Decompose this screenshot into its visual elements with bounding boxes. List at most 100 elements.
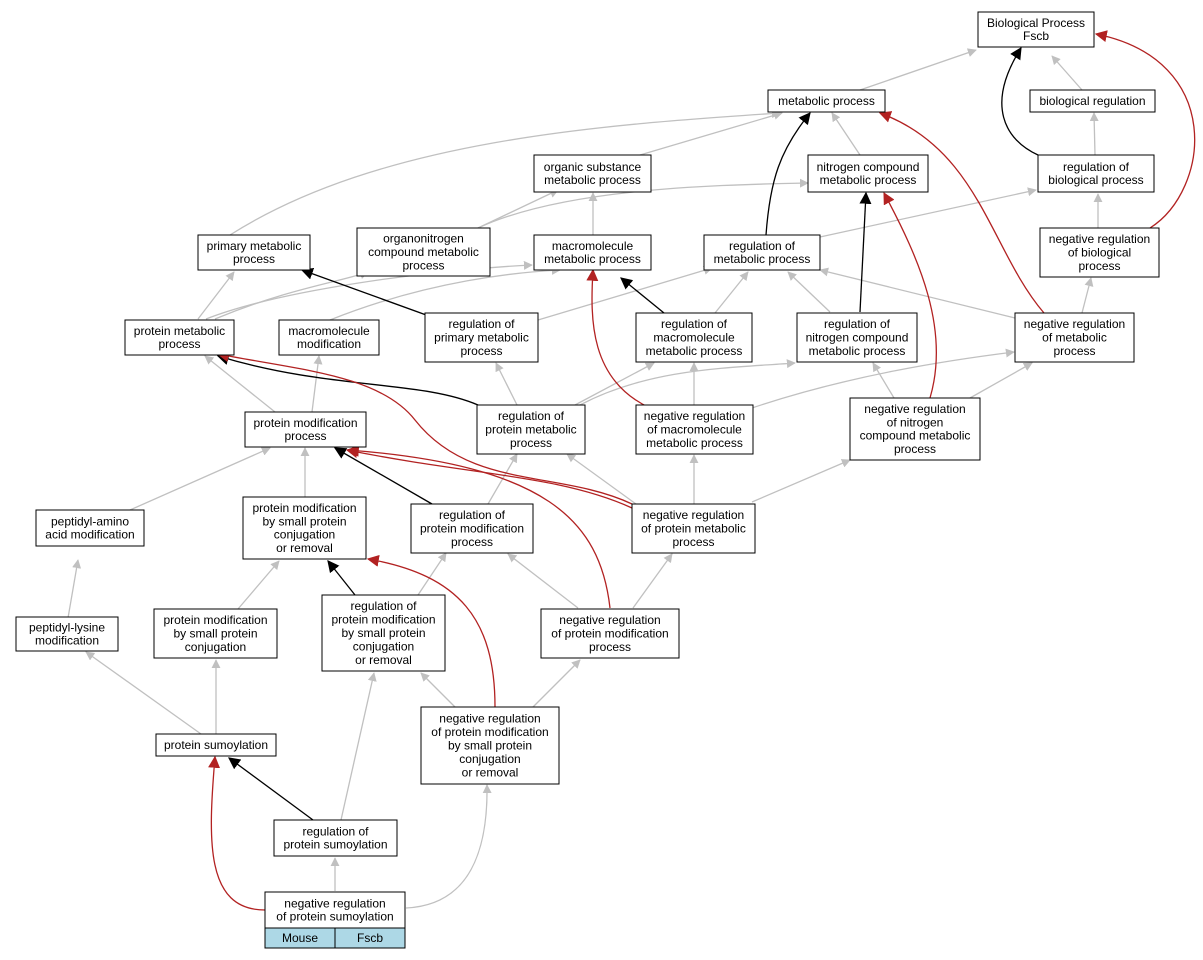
node-label-line: negative regulation — [284, 896, 385, 910]
edge-is-a — [67, 559, 82, 619]
edge-is-a — [632, 553, 673, 609]
edge-is-a — [507, 553, 579, 609]
node-label-line: of metabolic — [1042, 331, 1107, 345]
edge-is-a — [1051, 55, 1083, 91]
node-label-line: nitrogen compound — [817, 160, 920, 174]
node-label-line: of biological — [1068, 246, 1131, 260]
node-label-line: macromolecule — [653, 331, 735, 345]
edge-is-a — [574, 362, 655, 406]
species-gene-label: Fscb — [357, 931, 383, 945]
node-label-line: process — [1053, 344, 1095, 358]
species-organism-label: Mouse — [282, 931, 318, 945]
node-box — [767, 89, 886, 113]
go-term-node-bioreg[interactable]: biological regulation — [1029, 89, 1156, 113]
edge-regulates — [1001, 46, 1039, 156]
node-label-line: by small protein — [173, 627, 257, 641]
node-label-line: modification — [35, 634, 99, 648]
edge-negatively-regulates — [345, 446, 633, 509]
edge-regulates — [327, 560, 356, 596]
node-box — [424, 312, 539, 363]
node-box — [124, 319, 235, 356]
node-label-line: of nitrogen — [887, 415, 944, 429]
edge-negatively-regulates — [883, 191, 938, 399]
node-label-line: modification — [297, 337, 361, 351]
node-box — [849, 397, 981, 461]
edge-is-a — [340, 672, 377, 821]
node-box — [410, 503, 534, 554]
edge-regulates — [228, 757, 314, 821]
node-label-line: negative regulation — [1024, 317, 1125, 331]
node-label-line: protein sumoylation — [283, 838, 387, 852]
edge-is-a — [751, 348, 1015, 409]
edge-negatively-regulates — [208, 755, 266, 911]
node-label-line: acid modification — [45, 528, 134, 542]
node-label-line: process — [402, 258, 444, 272]
node-label-line: negative regulation — [1049, 232, 1150, 246]
node-label-line: peptidyl-amino — [51, 514, 129, 528]
node-label-line: of protein metabolic — [641, 522, 746, 536]
edge-is-a — [229, 109, 781, 236]
node-label-line: of protein modification — [431, 725, 548, 739]
edge-is-a — [405, 784, 492, 909]
edge-negatively-regulates — [586, 268, 651, 409]
node-box — [476, 404, 586, 455]
node-label-line: biological process — [1048, 173, 1143, 187]
node-label-line: negative regulation — [644, 409, 745, 423]
node-label-line: process — [510, 436, 552, 450]
node-label-line: regulation of — [498, 409, 565, 423]
node-label-line: process — [1078, 259, 1120, 273]
node-label-line: regulation of — [661, 317, 728, 331]
edge-is-a — [129, 447, 271, 511]
go-term-node-metabolic[interactable]: metabolic process — [767, 89, 886, 113]
node-label-line: metabolic process — [714, 252, 811, 266]
node-label-line: regulation of — [350, 599, 417, 613]
edge-is-a — [639, 110, 783, 156]
edge-negatively-regulates — [346, 444, 611, 609]
node-label-line: metabolic process — [820, 173, 917, 187]
edge-regulates — [620, 277, 665, 314]
edge-is-a — [237, 560, 280, 610]
node-label-line: metabolic process — [544, 173, 641, 187]
go-term-node-sumoylation[interactable]: protein sumoylation — [155, 733, 277, 757]
node-box — [703, 234, 821, 271]
node-box — [153, 608, 278, 659]
node-label-line: of macromolecule — [647, 423, 742, 437]
node-label-line: by small protein — [262, 514, 346, 528]
edge-is-a — [420, 672, 456, 708]
node-label-line: process — [460, 344, 502, 358]
node-label-line: or removal — [462, 765, 519, 779]
node-label-line: by small protein — [448, 739, 532, 753]
node-box — [1039, 227, 1160, 278]
edge-is-a — [311, 355, 323, 413]
